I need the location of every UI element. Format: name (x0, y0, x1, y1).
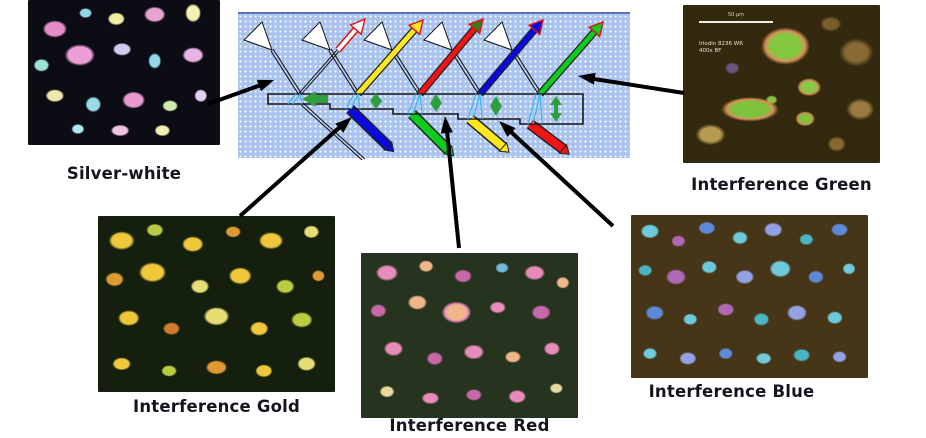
layer-thickness-markers (302, 91, 562, 122)
reflected-ray-blue (477, 18, 544, 97)
incident-light-arrowheads (243, 21, 513, 51)
refraction-traces (287, 93, 543, 125)
micrograph-silver-white (28, 0, 220, 145)
pigment-layer-outline (267, 93, 584, 125)
annotation-line-2: 400x BF (699, 47, 722, 54)
reflected-ray-yellow (355, 18, 424, 97)
incident-arrow-icon (483, 21, 513, 51)
micrograph-interference-green: 50 µm Iriodin 8236 WR 400x BF (683, 5, 880, 163)
label-interference-blue: Interference Blue (648, 382, 815, 401)
label-interference-green: Interference Green (691, 175, 872, 194)
thickness-diamond-icon (370, 93, 382, 109)
transmitted-ray-yellow (466, 114, 510, 153)
interference-schematic-svg (243, 17, 604, 160)
transmitted-ray-green (408, 110, 455, 157)
thickness-arrow-icon (302, 91, 328, 107)
interference-schematic (238, 12, 630, 160)
incident-arrow-icon (301, 21, 331, 51)
micrograph-interference-red (361, 253, 578, 418)
label-silver-white: Silver-white (66, 164, 182, 183)
label-interference-gold: Interference Gold (132, 397, 300, 416)
reflected-ray-green (537, 20, 604, 97)
label-interference-red: Interference Red (389, 416, 550, 435)
transmitted-ray-red (526, 119, 570, 155)
reflected-ray-white (298, 17, 367, 96)
scale-bar (699, 21, 773, 23)
thickness-diamond-icon (430, 94, 442, 112)
incident-arrow-icon (423, 21, 453, 51)
thickness-diamond-icon (490, 96, 502, 116)
thickness-double-arrow-icon (550, 96, 562, 122)
transmitted-ray-blue (346, 105, 395, 153)
micrograph-annotation: Iriodin 8236 WR 400x BF (699, 41, 743, 55)
incident-arrow-icon (243, 21, 273, 51)
scale-bar-label: 50 µm (727, 12, 744, 18)
reflected-ray-red (417, 17, 484, 97)
micrograph-interference-blue (631, 215, 868, 378)
micrograph-interference-gold (98, 216, 335, 392)
annotation-line-1: Iriodin 8236 WR (699, 41, 744, 47)
incident-arrow-icon (363, 21, 393, 51)
